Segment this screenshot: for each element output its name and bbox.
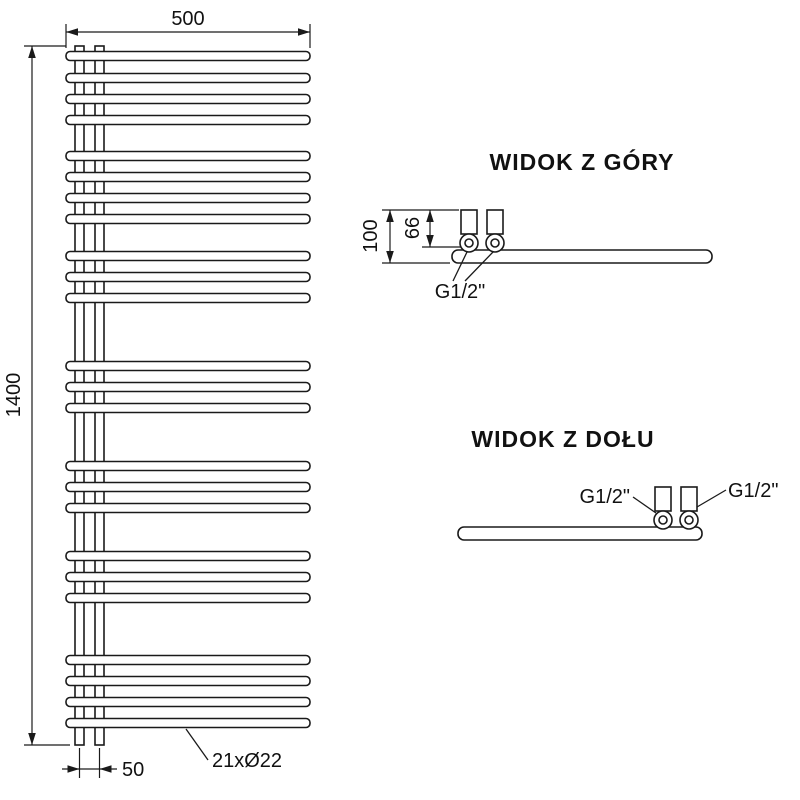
leader-line [696, 489, 727, 508]
valve-right [485, 209, 505, 253]
thread-callout-bottom-right: G1/2" [696, 480, 778, 508]
front-view: 500 1400 50 21xØ22 [3, 8, 311, 781]
dim-height-label: 1400 [3, 373, 25, 418]
dim-axis-label: 66 [402, 217, 424, 239]
collector-pipe-left [74, 45, 85, 746]
radiator-rung [65, 717, 311, 729]
radiator-rung [65, 571, 311, 583]
thread-label-left: G1/2" [580, 486, 630, 508]
radiator-rung [65, 460, 311, 472]
dimension-height: 1400 [3, 45, 70, 746]
rung-list [65, 50, 311, 729]
valve-nut-inner [684, 515, 694, 525]
tube-count-label: 21xØ22 [212, 750, 282, 772]
radiator-rung [65, 50, 311, 62]
valve-nut-inner [490, 238, 500, 248]
top-view: WIDOK Z GÓRY 100 66 [360, 148, 713, 303]
radiator-rung [65, 592, 311, 604]
thread-label-right: G1/2" [728, 480, 778, 502]
radiator-rung [65, 360, 311, 372]
dim-pipe-spacing-label: 50 [122, 759, 144, 781]
radiator-rung [65, 292, 311, 304]
radiator-rung [65, 550, 311, 562]
bottom-view: WIDOK Z DOŁU G1/2" G1/2" [457, 426, 778, 541]
radiator-rung [65, 696, 311, 708]
valve-handle [460, 209, 478, 235]
radiator-rung [65, 654, 311, 666]
dim-depth-label: 100 [360, 219, 382, 252]
radiator-profile-bottom [457, 526, 703, 541]
valve-right [679, 486, 699, 530]
radiator-rung [65, 171, 311, 183]
dim-width-label: 500 [171, 8, 204, 30]
valve-handle [486, 209, 504, 235]
radiator-rung [65, 402, 311, 414]
tube-callout: 21xØ22 [185, 728, 282, 772]
valve-left [653, 486, 673, 530]
bottom-view-title: WIDOK Z DOŁU [471, 426, 654, 452]
radiator-rung [65, 381, 311, 393]
top-view-title: WIDOK Z GÓRY [490, 148, 675, 175]
radiator-rung [65, 213, 311, 225]
radiator-rung [65, 114, 311, 126]
radiator-rung [65, 481, 311, 493]
radiator-rung [65, 150, 311, 162]
radiator-rung [65, 271, 311, 283]
valve-handle [680, 486, 698, 512]
valve-nut-inner [464, 238, 474, 248]
radiator-rung [65, 502, 311, 514]
radiator-rung [65, 93, 311, 105]
dimension-axis: 66 [402, 210, 461, 248]
valve-left [459, 209, 479, 253]
radiator-profile-top [451, 249, 713, 264]
radiator-rung [65, 675, 311, 687]
leader-line [452, 251, 468, 282]
leader-line [632, 496, 657, 514]
leader-line [185, 728, 209, 761]
leader-line [464, 251, 494, 282]
thread-label: G1/2" [435, 281, 485, 303]
radiator-rung [65, 250, 311, 262]
valve-handle [654, 486, 672, 512]
radiator-rung [65, 72, 311, 84]
collector-pipe-right [94, 45, 105, 746]
dimension-width: 500 [65, 8, 311, 48]
thread-callout-bottom-left: G1/2" [580, 486, 657, 514]
valve-nut-inner [658, 515, 668, 525]
dimension-pipe-spacing: 50 [62, 748, 144, 781]
thread-callout-top: G1/2" [435, 251, 494, 303]
dimension-depth: 100 [360, 209, 459, 264]
radiator-rung [65, 192, 311, 204]
